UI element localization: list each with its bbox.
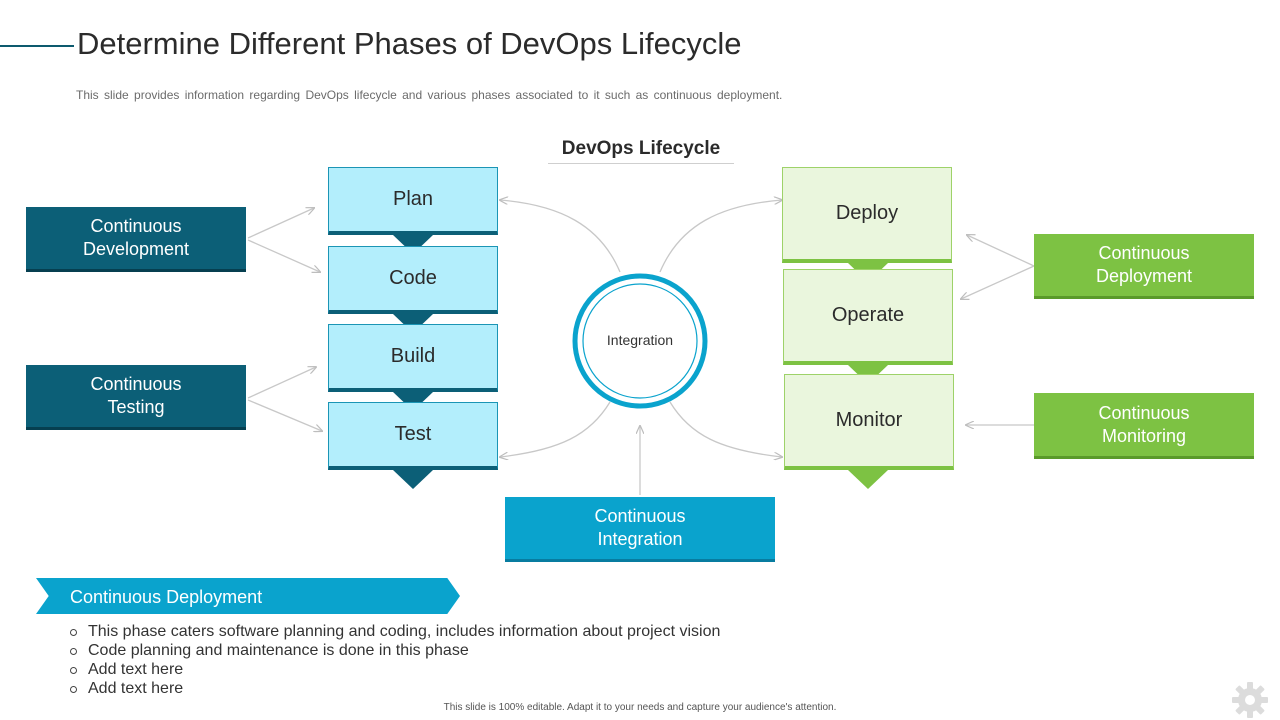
- arrow-testing-build: [247, 367, 316, 399]
- gear-icon: [1232, 682, 1268, 718]
- phase-test: Test: [328, 402, 498, 470]
- bullet-circle-icon: [70, 666, 77, 674]
- detail-bullet-list: This phase caters software planning and …: [70, 622, 720, 698]
- phase-plan: Plan: [328, 167, 498, 235]
- lifecycle-title-underline: [548, 163, 734, 164]
- continuous-testing-box: Continuous Testing: [26, 365, 246, 430]
- phase-build: Build: [328, 324, 498, 392]
- continuous-deployment-box: Continuous Deployment: [1034, 234, 1254, 299]
- continuous-development-box: Continuous Development: [26, 207, 246, 272]
- curve-ring-monitor: [669, 401, 782, 457]
- curve-ring-plan: [500, 200, 621, 273]
- arrow-deployment-operate: [961, 265, 1035, 299]
- arrow-deployment-deploy: [967, 235, 1035, 267]
- continuous-integration-box: Continuous Integration: [505, 497, 775, 562]
- page-title: Determine Different Phases of DevOps Lif…: [77, 26, 742, 61]
- phase-operate: Operate: [783, 269, 953, 365]
- bullet-circle-icon: [70, 647, 77, 655]
- integration-ring-inner: [582, 283, 698, 399]
- curve-ring-test: [500, 401, 611, 457]
- list-item: Add text here: [70, 679, 720, 698]
- list-item: Code planning and maintenance is done in…: [70, 641, 720, 660]
- arrow-development-code: [247, 239, 320, 272]
- detail-heading: Continuous Deployment: [70, 587, 263, 607]
- list-item: This phase caters software planning and …: [70, 622, 720, 641]
- list-item: Add text here: [70, 660, 720, 679]
- arrow-development-plan: [247, 208, 314, 239]
- phase-deploy: Deploy: [782, 167, 952, 263]
- footer-note: This slide is 100% editable. Adapt it to…: [443, 702, 837, 713]
- detail-heading-banner: Continuous Deployment: [36, 578, 460, 614]
- curve-ring-deploy: [659, 200, 782, 273]
- integration-center-label: Integration: [606, 332, 674, 348]
- chevron-down-icon: [848, 470, 888, 489]
- arrow-testing-test: [247, 399, 322, 431]
- lifecycle-title: DevOps Lifecycle: [561, 138, 721, 159]
- bullet-circle-icon: [70, 685, 77, 693]
- page-subtitle: This slide provides information regardin…: [76, 88, 783, 102]
- bullet-circle-icon: [70, 628, 77, 636]
- continuous-monitoring-box: Continuous Monitoring: [1034, 393, 1254, 459]
- phase-monitor: Monitor: [784, 374, 954, 470]
- title-accent-line: [0, 45, 74, 47]
- phase-code: Code: [328, 246, 498, 314]
- chevron-down-icon: [393, 470, 433, 489]
